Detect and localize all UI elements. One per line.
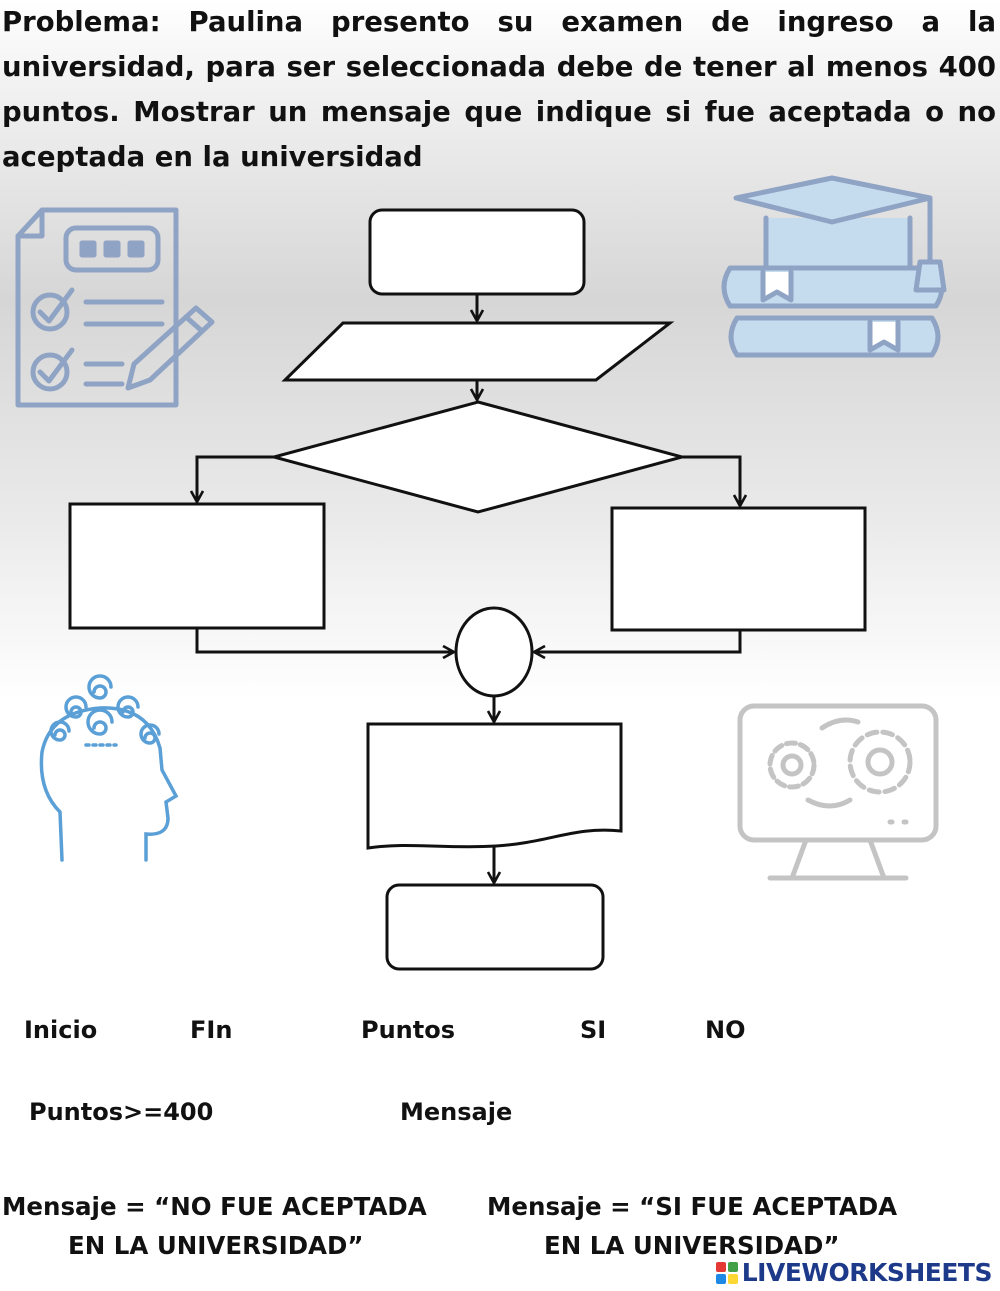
- arrow-decision-to-right: [682, 455, 740, 506]
- graduation-books-icon: [721, 175, 947, 358]
- decision-diamond[interactable]: [268, 400, 688, 514]
- liveworksheets-brand: LIVEWORKSHEETS: [715, 1258, 993, 1287]
- arrow-left-to-connector: [195, 628, 454, 652]
- option-fin[interactable]: FIn: [190, 1016, 233, 1044]
- brand-text: LIVEWORKSHEETS: [741, 1258, 993, 1287]
- message-si-line1: Mensaje = “SI FUE ACEPTADA: [487, 1192, 898, 1221]
- option-mensaje[interactable]: Mensaje: [400, 1098, 513, 1126]
- head-spiral-icon: [39, 674, 179, 862]
- message-no-line1: Mensaje = “NO FUE ACEPTADA: [2, 1192, 427, 1221]
- option-condicion[interactable]: Puntos>=400: [29, 1098, 214, 1126]
- output-document[interactable]: [366, 722, 623, 850]
- left-process-box[interactable]: [68, 502, 326, 630]
- start-terminal[interactable]: [368, 208, 586, 296]
- option-message-si[interactable]: Mensaje = “SI FUE ACEPTADA EN LA UNIVERS…: [487, 1187, 897, 1265]
- option-inicio[interactable]: Inicio: [24, 1016, 98, 1044]
- flowchart: [15, 175, 947, 971]
- message-si-line2: EN LA UNIVERSIDAD”: [544, 1231, 840, 1260]
- input-parallelogram[interactable]: [281, 321, 675, 382]
- right-process-box[interactable]: [610, 506, 867, 632]
- message-no-line2: EN LA UNIVERSIDAD”: [68, 1231, 364, 1260]
- end-terminal[interactable]: [385, 883, 605, 971]
- monitor-gears-icon: [737, 703, 939, 881]
- option-no[interactable]: NO: [705, 1016, 746, 1044]
- arrow-right-to-connector: [534, 630, 742, 652]
- option-puntos[interactable]: Puntos: [361, 1016, 456, 1044]
- arrow-decision-to-left: [197, 455, 274, 502]
- option-message-no[interactable]: Mensaje = “NO FUE ACEPTADA EN LA UNIVERS…: [2, 1187, 427, 1265]
- connector-circle[interactable]: [454, 606, 534, 698]
- option-si[interactable]: SI: [580, 1016, 607, 1044]
- checklist-pencil-icon: [15, 207, 215, 408]
- problem-statement: Problema: Paulina presento su examen de …: [2, 6, 996, 173]
- brand-logo-icon: [715, 1261, 738, 1284]
